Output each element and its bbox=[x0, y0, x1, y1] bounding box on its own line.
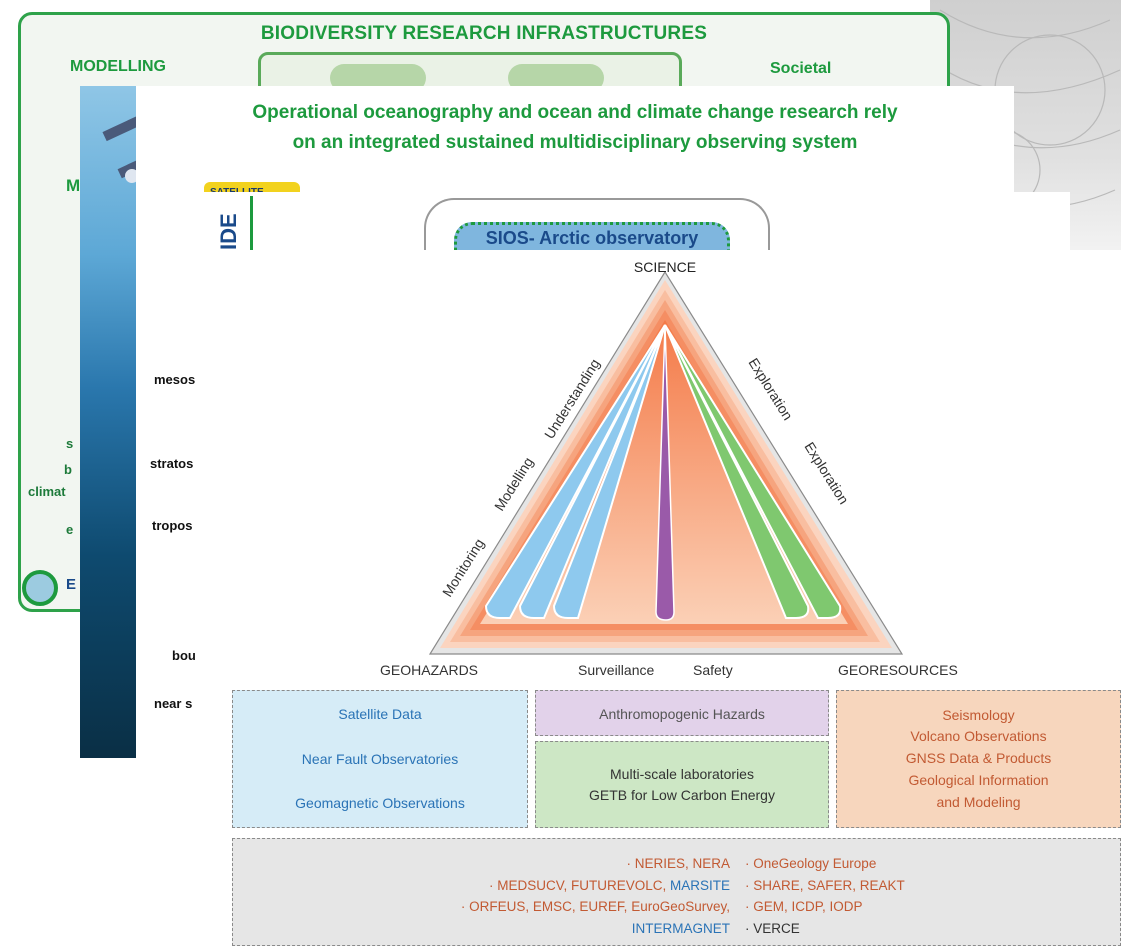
project-name: · GEM, ICDP, IODP bbox=[745, 899, 863, 914]
satellite-icon bbox=[102, 115, 159, 183]
geohazards-label: GEOHAZARDS bbox=[380, 662, 479, 678]
blue-band bbox=[518, 324, 666, 619]
project-name: · SHARE, SAFER, REAKT bbox=[745, 877, 905, 893]
blue-band bbox=[552, 324, 666, 619]
box-item: Geological Information bbox=[908, 772, 1049, 788]
project-line: · SHARE, SAFER, REAKT bbox=[745, 875, 905, 897]
box-item: Volcano Observations bbox=[910, 728, 1047, 744]
societal-label: Societal bbox=[770, 60, 832, 77]
box-item: Seismology bbox=[942, 707, 1015, 723]
project-name: · NERIES, NERA bbox=[626, 856, 730, 871]
box-item: GNSS Data & Products bbox=[905, 750, 1052, 766]
project-name: MARSITE bbox=[669, 877, 730, 893]
laboratories-box: Multi-scale laboratories GETB for Low Ca… bbox=[535, 741, 829, 828]
ocean-title-line2: on an integrated sustained multidiscipli… bbox=[292, 132, 858, 153]
box-item: Anthromopogenic Hazards bbox=[599, 706, 765, 722]
project-line: · ORFEUS, EMSC, EUREF, EuroGeoSurvey, bbox=[461, 896, 730, 918]
atmosphere-layer-label: stratos bbox=[150, 456, 194, 471]
blue-band bbox=[484, 324, 666, 619]
science-triangle-diagram: SCIENCE Monitoring Modelling Understandi… bbox=[428, 259, 904, 655]
atmosphere-layer-label: bou bbox=[172, 648, 196, 663]
project-name: · OneGeology Europe bbox=[745, 856, 877, 871]
projects-box: · NERIES, NERA · MEDSUCV, FUTUREVOLC, MAR… bbox=[232, 838, 1121, 946]
safety-label: Safety bbox=[693, 662, 733, 678]
sios-side-label: IDE bbox=[216, 213, 241, 250]
modelling-label: MODELLING bbox=[70, 58, 166, 75]
project-line: · VERCE bbox=[745, 918, 905, 940]
project-name: · ORFEUS, EMSC, EUREF, EuroGeoSurvey, bbox=[460, 899, 730, 914]
atmosphere-layer-label: tropos bbox=[152, 518, 193, 533]
anthropogenic-box: Anthromopogenic Hazards bbox=[535, 690, 829, 736]
purple-band bbox=[655, 324, 675, 621]
project-name: · MEDSUCV, FUTUREVOLC, bbox=[488, 877, 670, 893]
georesources-label: GEORESOURCES bbox=[838, 662, 958, 678]
divider bbox=[250, 196, 253, 254]
project-name: · VERCE bbox=[745, 920, 800, 936]
projects-left-list: · NERIES, NERA · MEDSUCV, FUTUREVOLC, MAR… bbox=[461, 853, 730, 939]
project-line: · OneGeology Europe bbox=[745, 853, 905, 875]
atmosphere-layer-label: near s bbox=[154, 696, 193, 711]
biodiversity-title: BIODIVERSITY RESEARCH INFRASTRUCTURES bbox=[260, 23, 708, 44]
project-line: · GEM, ICDP, IODP bbox=[745, 896, 905, 918]
surveillance-label: Surveillance bbox=[578, 662, 655, 678]
right-side-label: Exploration bbox=[801, 439, 852, 507]
biodiversity-fragment: climat bbox=[28, 484, 66, 499]
ocean-photo bbox=[80, 86, 159, 758]
apex-label: SCIENCE bbox=[634, 259, 696, 275]
box-item: GETB for Low Carbon Energy bbox=[589, 787, 775, 803]
project-line: · MEDSUCV, FUTUREVOLC, MARSITE bbox=[461, 875, 730, 897]
circle-icon bbox=[22, 570, 58, 606]
ocean-title-line1: Operational oceanography and ocean and c… bbox=[252, 102, 898, 123]
biodiversity-fragment: E bbox=[66, 576, 77, 593]
projects-right-list: · OneGeology Europe · SHARE, SAFER, REAKT… bbox=[745, 853, 905, 939]
box-item: Near Fault Observatories bbox=[301, 751, 459, 767]
biodiversity-fragment: M bbox=[66, 176, 81, 195]
geohazards-box: Satellite Data Near Fault Observatories … bbox=[232, 690, 528, 828]
project-line: INTERMAGNET bbox=[461, 918, 730, 940]
project-name: INTERMAGNET bbox=[631, 920, 730, 936]
project-line: · NERIES, NERA bbox=[461, 853, 730, 875]
sios-frame bbox=[424, 198, 770, 260]
box-item: Geomagnetic Observations bbox=[295, 795, 465, 811]
biodiversity-fragment: b bbox=[64, 462, 72, 477]
georesources-box: Seismology Volcano Observations GNSS Dat… bbox=[836, 690, 1121, 828]
box-item: Multi-scale laboratories bbox=[610, 766, 754, 782]
biodiversity-fragment: s bbox=[66, 436, 74, 451]
box-item: Satellite Data bbox=[338, 706, 422, 722]
box-item: and Modeling bbox=[936, 794, 1021, 810]
atmosphere-layer-label: mesos bbox=[154, 372, 196, 387]
green-band bbox=[664, 324, 842, 619]
biodiversity-fragment: e bbox=[66, 522, 74, 537]
green-band bbox=[664, 324, 810, 619]
sios-label: SIOS- Arctic observatory bbox=[485, 228, 699, 248]
